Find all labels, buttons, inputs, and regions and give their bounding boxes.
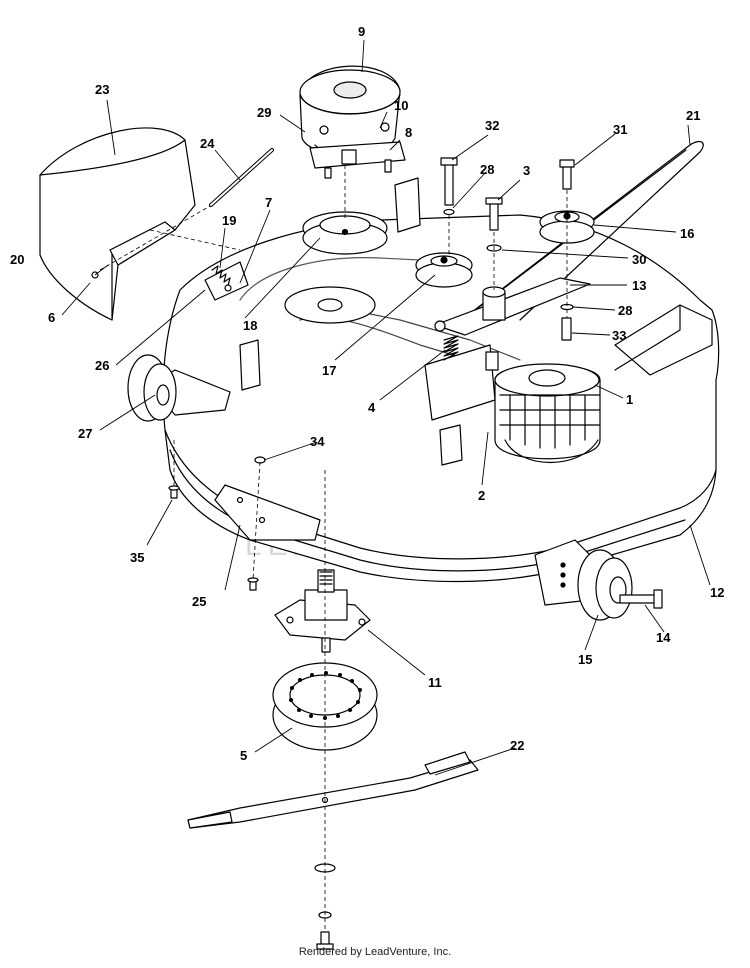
screw-bottom-left — [247, 577, 259, 591]
callout-10: 10 — [394, 98, 408, 113]
cover-bracket — [309, 141, 406, 179]
callout-35: 35 — [130, 550, 144, 565]
bolt-32 — [440, 157, 458, 206]
spacer-33 — [561, 317, 572, 341]
callout-2: 2 — [478, 488, 485, 503]
washer-28-top — [443, 208, 455, 216]
callout-24: 24 — [200, 136, 215, 151]
pto-assembly — [424, 344, 601, 464]
gauge-wheel-left — [127, 354, 177, 422]
callout-28b: 28 — [618, 303, 632, 318]
mower-blade — [187, 751, 479, 829]
callout-18: 18 — [243, 318, 257, 333]
callout-23: 23 — [95, 82, 109, 97]
discharge-chute — [39, 127, 196, 321]
callout-32: 32 — [485, 118, 499, 133]
callout-31: 31 — [613, 122, 627, 137]
idler-pulley-17 — [415, 252, 473, 288]
callout-19: 19 — [222, 213, 236, 228]
spindle-assembly — [274, 569, 371, 653]
callout-33: 33 — [612, 328, 626, 343]
callout-17: 17 — [322, 363, 336, 378]
callout-14: 14 — [656, 630, 671, 645]
callout-22: 22 — [510, 738, 524, 753]
callout-7: 7 — [265, 195, 272, 210]
leader-lines — [61, 39, 711, 776]
callout-6: 6 — [48, 310, 55, 325]
callout-15: 15 — [578, 652, 592, 667]
callout-28a: 28 — [480, 162, 494, 177]
pulley-cover — [299, 65, 401, 157]
callout-26: 26 — [95, 358, 109, 373]
spindle-pulley-18 — [302, 211, 388, 255]
assembly-centerlines — [99, 165, 568, 930]
gauge-wheel-right — [577, 549, 663, 621]
callout-21: 21 — [686, 108, 700, 123]
chute-spring — [204, 261, 249, 301]
callout-16: 16 — [680, 226, 694, 241]
callout-11: 11 — [428, 675, 442, 690]
bolt-31 — [559, 159, 575, 190]
callout-30: 29 — [257, 105, 271, 120]
callout-4: 4 — [368, 400, 376, 415]
callout-25: 25 — [192, 594, 206, 609]
callout-34: 34 — [310, 434, 325, 449]
callout-5: 5 — [240, 748, 247, 763]
screw-35 — [168, 485, 180, 499]
chute-rod — [209, 148, 274, 207]
idler-arm — [434, 277, 591, 336]
rendered-by-footer: Rendered by LeadVenture, Inc. — [298, 946, 452, 958]
blade-bolt — [316, 931, 334, 950]
callout-20: 20 — [10, 252, 24, 267]
callout-9: 9 — [358, 24, 365, 39]
callout-13: 13 — [632, 278, 646, 293]
extension-spring — [443, 335, 459, 361]
callout-12: 12 — [710, 585, 724, 600]
callout-27: 27 — [78, 426, 92, 441]
callout-labels: 9 10 8 29 23 24 19 7 20 6 18 26 17 32 28… — [10, 24, 724, 763]
callout-29: 30 — [632, 252, 646, 267]
callout-3: 3 — [523, 163, 530, 178]
callout-8: 8 — [405, 125, 412, 140]
callout-1: 1 — [626, 392, 633, 407]
bolt-3 — [485, 197, 503, 231]
